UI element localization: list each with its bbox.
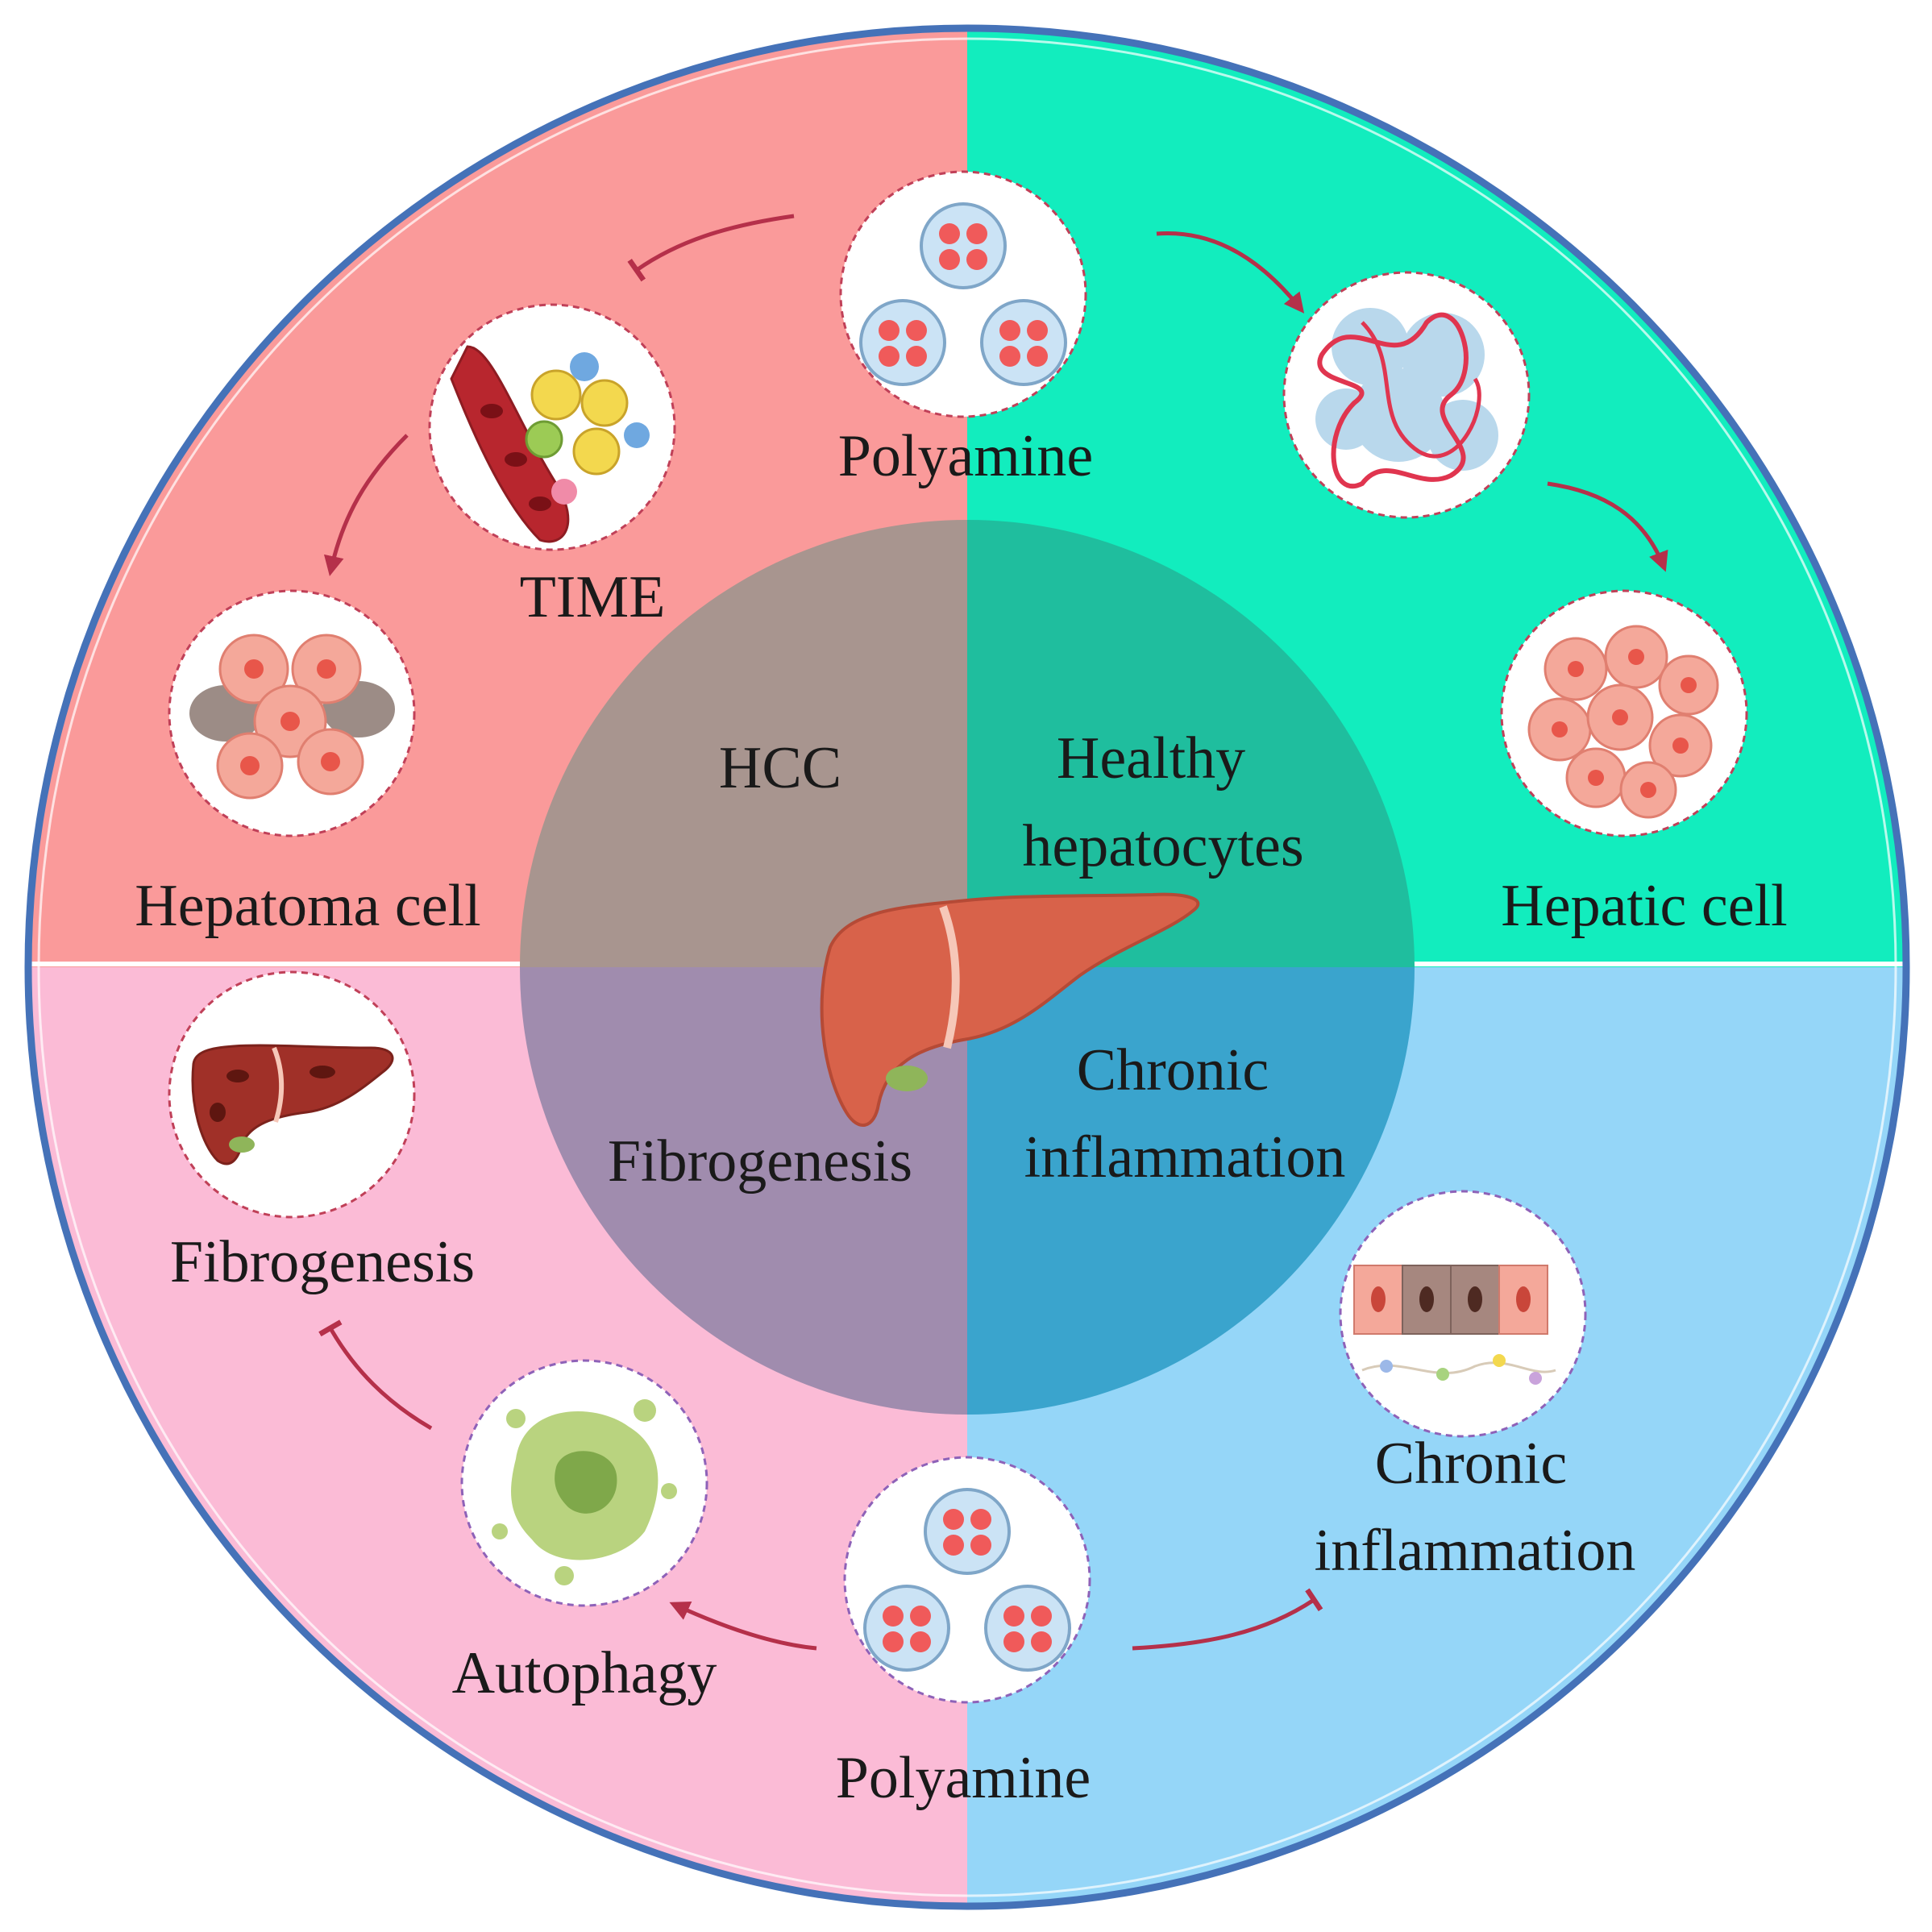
outer-ring (24, 24, 1910, 1910)
inflammation-label-line2: inflammation (1315, 1518, 1636, 1584)
autophagy-label: Autophagy (452, 1640, 717, 1706)
arrow-protein-to-hepatic (1547, 481, 1668, 572)
arrow-polyamine-to-protein (1156, 231, 1305, 314)
vesicle (863, 1585, 950, 1672)
polyamine-icon-top (839, 170, 1087, 418)
autophagy-cell-icon (460, 1359, 708, 1607)
vesicle (984, 1585, 1071, 1672)
hepatic-cells-icon (1500, 589, 1748, 837)
liver-icon (820, 892, 1200, 1127)
arrow-autophagy-inhibits-fibrogenesis (318, 1319, 433, 1431)
top-polyamine-label: Polyamine (838, 423, 1094, 489)
center-fibrogenesis-label: Fibrogenesis (608, 1128, 912, 1195)
inflammation-label-line1: Chronic (1375, 1431, 1567, 1497)
inflamed-epithelium-icon (1339, 1190, 1587, 1438)
center-inflammation-label-line1: Chronic (1077, 1037, 1269, 1103)
time-label: TIME (520, 564, 666, 630)
arrow-polyamine-inhibits-time (627, 214, 795, 282)
protein-network-icon (1282, 271, 1531, 519)
center-hcc-label: HCC (719, 735, 841, 801)
vesicle (924, 1488, 1011, 1575)
fibrogenesis-label: Fibrogenesis (170, 1229, 475, 1295)
arrow-polyamine-to-autophagy (669, 1602, 817, 1651)
vesicle (859, 299, 946, 386)
fibrotic-liver-icon (168, 970, 416, 1219)
arrow-time-to-hepatoma (323, 434, 409, 576)
bottom-polyamine-label: Polyamine (836, 1745, 1091, 1811)
hepatoma-label: Hepatoma cell (135, 873, 480, 939)
vesicle (980, 299, 1067, 386)
outer-ring-inner-line (37, 37, 1897, 1897)
hepatic-label: Hepatic cell (1501, 873, 1787, 939)
center-healthy-label-line1: Healthy (1057, 725, 1245, 791)
tumor-microenvironment-icon (428, 303, 676, 551)
arrow-polyamine-inhibits-inflammation (1132, 1588, 1323, 1651)
polyamine-icon-bottom (843, 1456, 1091, 1704)
hepatoma-cells-icon (168, 589, 416, 837)
center-inflammation-label-line2: inflammation (1024, 1124, 1346, 1190)
vesicle (920, 202, 1007, 289)
center-healthy-label-line2: hepatocytes (1022, 813, 1303, 879)
